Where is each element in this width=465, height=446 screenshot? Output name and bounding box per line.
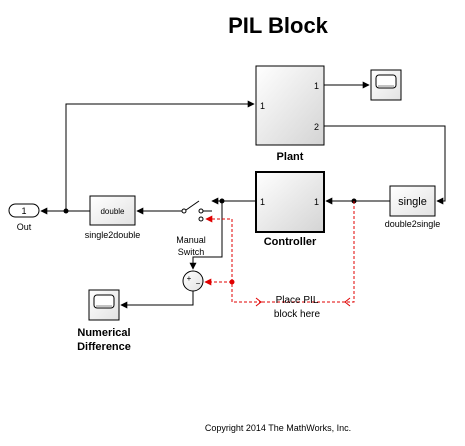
numerical-difference-label-1: Numerical (77, 327, 130, 339)
single2double-text: double (100, 207, 125, 216)
controller-out-port: 1 (314, 197, 319, 207)
manual-switch-label-2: Switch (178, 247, 205, 257)
numerical-difference-scope[interactable] (88, 289, 120, 321)
numerical-difference-label-2: Difference (77, 341, 131, 353)
copyright-text: Copyright 2014 The MathWorks, Inc. (205, 423, 351, 433)
junction-dot (63, 208, 69, 214)
single2double-block[interactable]: double (89, 195, 136, 226)
sum-block[interactable]: + − (182, 270, 204, 292)
top-scope-block[interactable] (370, 69, 402, 101)
annotation-line-2: block here (274, 309, 321, 320)
controller-label: Controller (264, 236, 317, 248)
manual-switch-label-1: Manual (176, 235, 206, 245)
sum-minus-sign: − (196, 279, 201, 288)
plant-out-port-2: 2 (314, 122, 319, 132)
annotation-junction-dot (229, 279, 235, 285)
single2double-label: single2double (85, 230, 141, 240)
double2single-block[interactable]: single (389, 185, 436, 217)
out-port-block[interactable]: 1 (8, 203, 40, 218)
double2single-label: double2single (385, 219, 441, 229)
signal-lines (40, 81, 446, 309)
annotation-break-marker (255, 297, 262, 307)
manual-switch-block[interactable] (181, 200, 212, 222)
junction-dot (219, 198, 225, 204)
sum-plus-sign: + (187, 274, 192, 283)
controller-in-port: 1 (260, 197, 265, 207)
controller-block[interactable]: 1 1 (255, 171, 325, 233)
out-port-number: 1 (21, 206, 26, 216)
out-port-label: Out (17, 222, 32, 232)
plant-label: Plant (277, 151, 304, 163)
plant-in-port: 1 (260, 101, 265, 111)
double2single-text: single (398, 196, 427, 208)
plant-block[interactable]: 1 1 2 (255, 65, 325, 146)
annotation-break-marker-2 (344, 297, 351, 307)
pil-annotation-lines (204, 201, 355, 303)
plant-out-port-1: 1 (314, 81, 319, 91)
annotation-line-1: Place PIL (276, 295, 319, 306)
diagram-title: PIL Block (228, 13, 329, 38)
